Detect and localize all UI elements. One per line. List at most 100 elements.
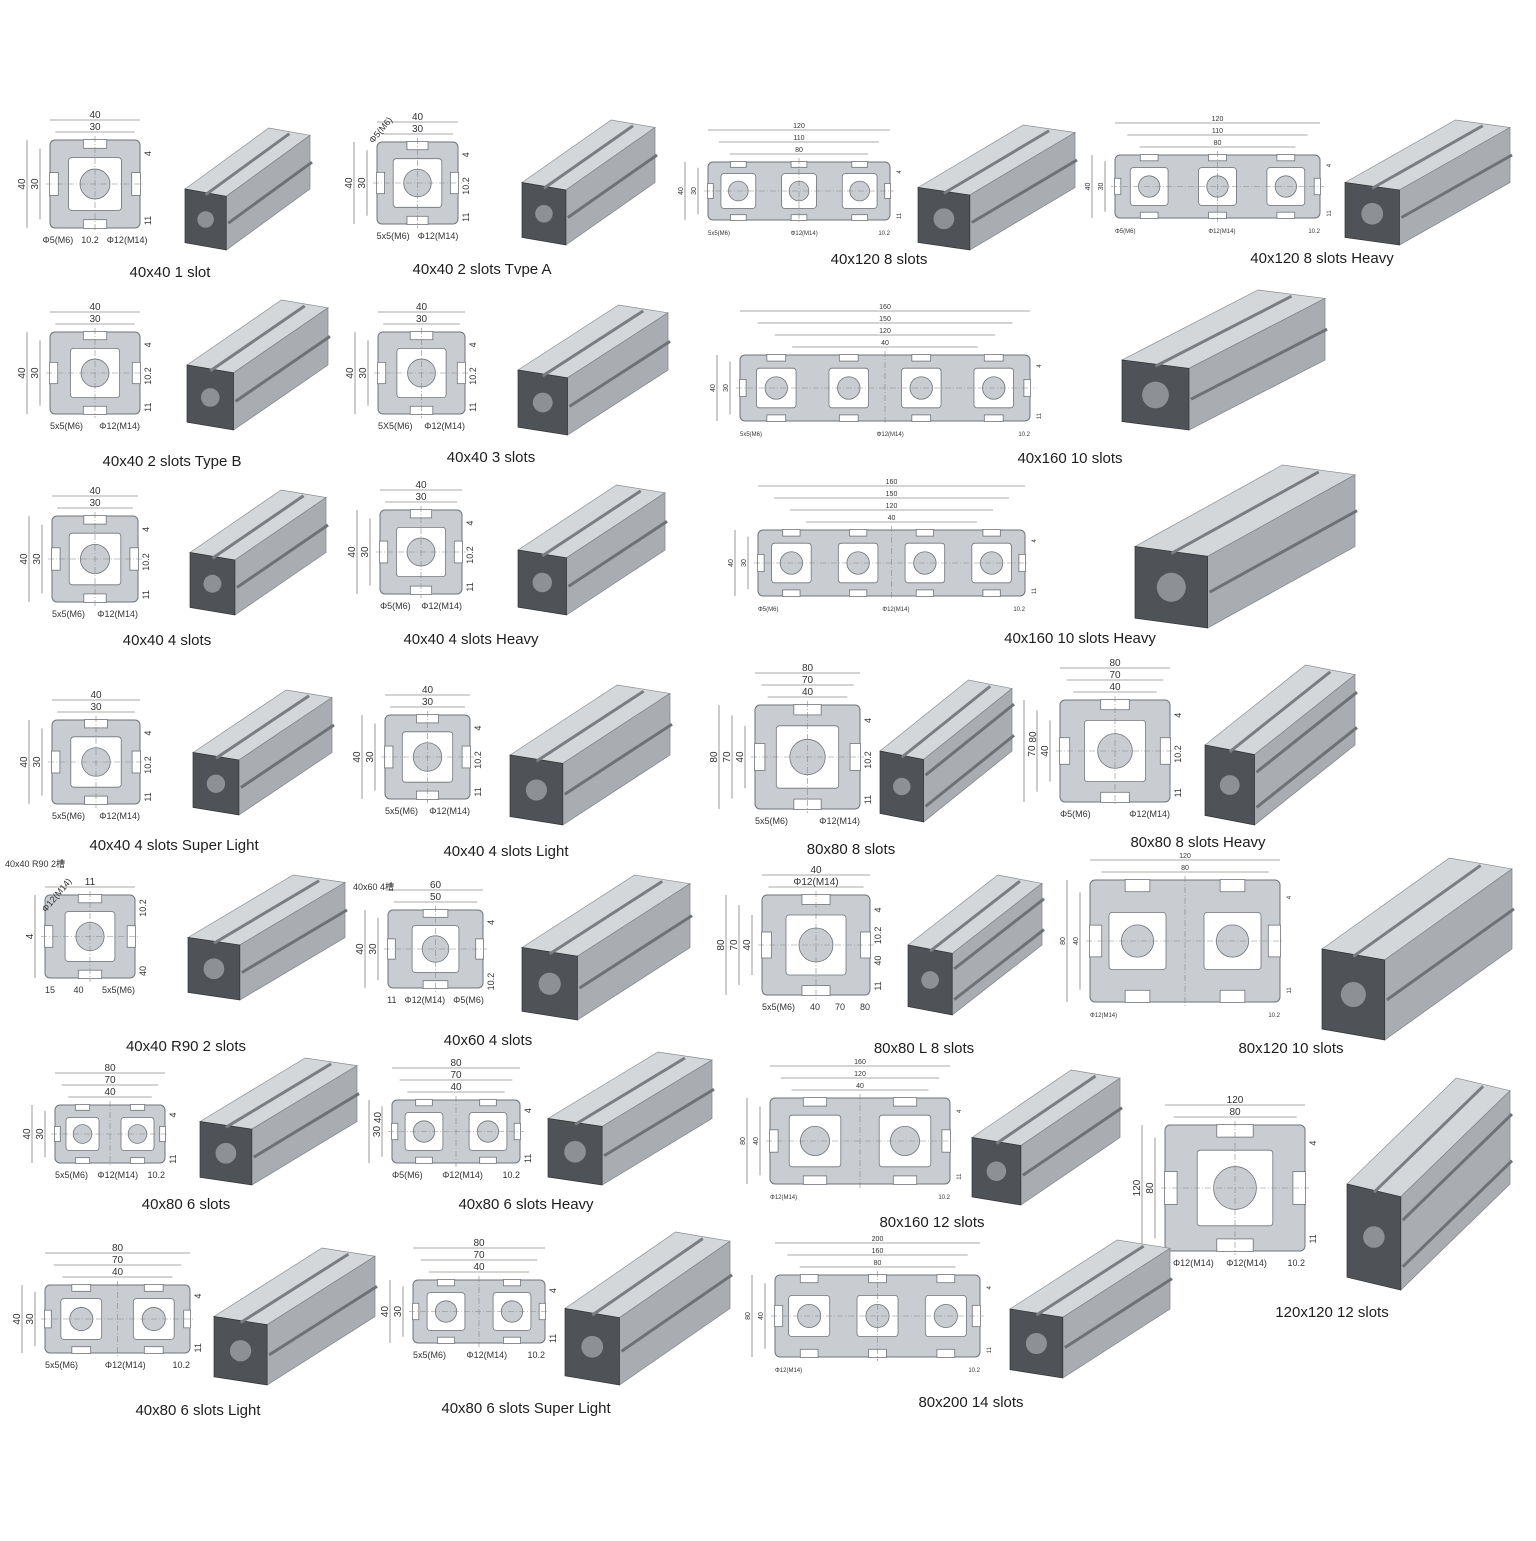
dimension-right: 10.2: [465, 546, 475, 564]
dimension-right: 11: [957, 1173, 963, 1180]
extrusion-3d-view: [192, 689, 335, 816]
t-slot: [766, 414, 787, 422]
dimension-right: 4: [548, 1288, 558, 1293]
dimension-note: 5x5(M6): [45, 1360, 78, 1370]
dimension-note: Φ5(M6): [1115, 229, 1135, 235]
dimension-right: 11: [863, 795, 873, 804]
dimension-note: Φ5(M6): [380, 601, 411, 611]
dimension-right: 4: [987, 1286, 993, 1290]
dimension-note: Φ12(M14): [877, 432, 904, 438]
t-slot: [503, 1279, 521, 1287]
extrusion-3d-view: [184, 127, 313, 251]
t-slot: [982, 589, 1001, 597]
t-slot: [802, 1175, 828, 1185]
dimension-note: 5x5(M6): [52, 609, 85, 619]
dimension-note: 5x5(M6): [377, 231, 410, 241]
dimension-note: Φ12(M14): [97, 609, 138, 619]
dimension-left: 40: [373, 1112, 384, 1124]
profile-label: 80x80 8 slots: [806, 841, 896, 858]
dimension-top: 70: [450, 1070, 462, 1081]
dimension-note: Φ12(M14): [105, 1360, 146, 1370]
dimension-right: 4: [468, 342, 478, 347]
dimension-left: 30: [1098, 183, 1105, 191]
dimension-left: 30: [32, 553, 43, 565]
t-slot: [415, 1156, 433, 1164]
dimension-right: 4: [486, 920, 496, 925]
dimension-note: 10.2: [968, 1368, 980, 1374]
profile-label: 40x80 6 slots Light: [135, 1402, 261, 1419]
profile-label: 40x40 3 slots: [446, 449, 536, 466]
dimension-left: 30: [30, 178, 41, 190]
dimension-right: 4: [465, 521, 475, 526]
profile-label: 40x40 4 slots Light: [443, 843, 569, 860]
dimension-right: 11: [473, 787, 483, 796]
drawing-caption: 40x60 4槽: [353, 882, 395, 892]
dimension-note: Φ12(M14): [1090, 1013, 1117, 1019]
t-slot: [936, 1274, 956, 1284]
dimension-left: 40: [344, 177, 355, 189]
dimension-left: 30: [393, 1306, 404, 1318]
groove: [900, 685, 992, 759]
dimension-top: 40: [89, 302, 101, 313]
groove: [567, 520, 668, 588]
dimension-right: 10.2: [486, 973, 496, 991]
dimension-left: 30: [372, 1126, 383, 1138]
dimension-note: 10.2: [81, 235, 99, 245]
center-bore: [889, 1125, 921, 1157]
dimension-right: 4: [863, 718, 873, 723]
groove: [1021, 1106, 1123, 1177]
groove: [1208, 509, 1358, 594]
groove: [548, 880, 664, 956]
dimension-top: 120: [793, 123, 805, 130]
dimension-left: 40: [345, 367, 356, 379]
profile-label: 40x40 2 slots Tvpe A: [412, 261, 552, 278]
dimension-note: Φ5(M6): [43, 235, 74, 245]
dimension-top: 80: [450, 1058, 462, 1069]
dimension-left: 80: [740, 1137, 747, 1145]
dimension-top: 30: [89, 122, 101, 133]
groove: [209, 304, 306, 373]
dimension-note: 5x5(M6): [102, 985, 135, 995]
profile-label: 40x160 10 slots Heavy: [1004, 630, 1156, 647]
dimension-right: 10.2: [138, 899, 148, 917]
dimension-top: 80: [112, 1243, 124, 1254]
dimension-right: 11: [1287, 987, 1293, 994]
dimension-left: 40: [753, 1137, 760, 1145]
front-bore: [1025, 1332, 1047, 1355]
dimension-top: 40: [416, 302, 428, 313]
dimension-left: 70: [722, 751, 733, 763]
dimension-right: 4: [957, 1109, 963, 1113]
groove: [1255, 726, 1358, 809]
front-bore: [933, 208, 955, 230]
dimension-right: 4: [1287, 895, 1293, 899]
dimension-right: 11: [523, 1154, 533, 1163]
dimension-left: 40: [22, 1128, 33, 1140]
groove: [1400, 153, 1513, 219]
t-slot: [799, 1348, 819, 1358]
groove: [591, 1237, 704, 1317]
dimension-top: 120: [1212, 116, 1224, 123]
dimension-top: 40: [1109, 682, 1121, 693]
dimension-top: 160: [886, 479, 898, 486]
dimension-top: 160: [879, 304, 891, 311]
dimension-top: 40: [422, 685, 434, 696]
t-slot: [892, 1175, 918, 1185]
dimension-left: 70: [1027, 745, 1038, 757]
groove: [1372, 1085, 1485, 1194]
dimension-top: 40: [89, 110, 101, 121]
groove: [240, 723, 335, 789]
dimension-right: 10.2: [473, 751, 483, 769]
t-slot: [1276, 211, 1296, 219]
dimension-left: 80: [745, 1312, 752, 1320]
dimension-right: 4: [193, 1294, 203, 1299]
dimension-left: 30: [368, 943, 379, 955]
dimension-right: 4: [1308, 1141, 1318, 1146]
t-slot: [849, 529, 868, 537]
dimension-right: 10.2: [1173, 745, 1183, 763]
